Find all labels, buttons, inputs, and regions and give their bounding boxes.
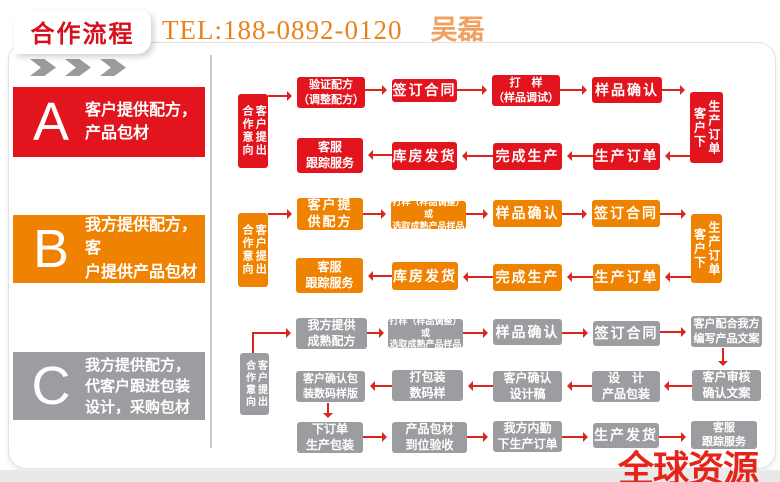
flow-c-service-box: 客服 跟踪服务 xyxy=(691,421,757,449)
flow-a-prod-order-box: 生产订单 xyxy=(593,143,660,170)
flow-a-confirm-box: 样品确认 xyxy=(592,77,662,103)
flow-c-design-box: 设 计 产品包装 xyxy=(592,371,660,402)
flow-arrow xyxy=(660,327,686,337)
flow-arrow xyxy=(468,381,493,391)
panel-text: 客户提供配方， 产品包材 xyxy=(85,101,198,142)
flow-b-ship-box: 库房发货 xyxy=(392,262,458,290)
flow-arrow xyxy=(370,381,392,391)
flow-connector xyxy=(252,332,254,353)
flow-arrow xyxy=(363,209,386,219)
flow-arrow xyxy=(665,272,691,282)
flow-arrow xyxy=(466,209,488,219)
chevron-right-icon xyxy=(30,59,56,76)
flow-c-material-check-box: 产品包材 到位验收 xyxy=(392,422,467,453)
flow-arrow xyxy=(659,432,686,442)
flow-a-verify-box: 验证配方 （调整配方） xyxy=(297,77,365,108)
flow-arrow xyxy=(665,151,690,161)
flow-c-digital-sample-box: 打包装 数码样 xyxy=(392,370,463,401)
flow-c-review-box: 客户审核 确认文案 xyxy=(692,370,761,401)
flow-b-order-box: 客户下 生产订单 xyxy=(691,214,722,283)
watermark: 全球资源网 xyxy=(618,448,759,482)
flow-a-finish-box: 完成生产 xyxy=(493,143,562,170)
flow-arrow xyxy=(567,381,592,391)
flow-arrow xyxy=(368,271,392,281)
flow-arrow xyxy=(365,85,387,95)
flow-a-order-box: 客户下 生产订单 xyxy=(690,92,723,163)
panel-b: B 我方提供配方，客 户提供产品包材 xyxy=(13,215,205,283)
flow-arrow xyxy=(367,328,384,338)
chevrons-icon xyxy=(30,59,126,76)
flow-arrow xyxy=(268,91,292,101)
flow-c-sample-box: 打样（样品调整）或 选取成熟产品样品 xyxy=(388,315,463,350)
flow-arrow xyxy=(368,150,392,160)
bottom-strip xyxy=(0,470,780,482)
flow-arrow xyxy=(457,85,487,95)
flow-b-prod-order-box: 生产订单 xyxy=(593,264,660,291)
chevron-right-icon xyxy=(100,59,126,76)
flow-arrow xyxy=(718,348,728,366)
tel-text: TEL:188-0892-0120 xyxy=(162,15,403,45)
flow-c-order-pack-box: 下订单 生产包装 xyxy=(297,422,363,453)
flow-arrow xyxy=(567,272,593,282)
flow-b-confirm-box: 样品确认 xyxy=(493,200,562,227)
flow-arrow xyxy=(463,328,488,338)
flow-b-sign-box: 签订合同 xyxy=(592,200,660,227)
flow-b-service-box: 客服 跟踪服务 xyxy=(296,258,363,293)
flow-arrow xyxy=(462,151,493,161)
flow-c-digital-confirm-box: 客户确认包 装数码样版 xyxy=(296,371,365,402)
contact-name: 吴磊 xyxy=(430,15,485,45)
flow-arrow xyxy=(560,85,587,95)
flow-a-sample-box: 打 样 （样品调试） xyxy=(492,75,560,106)
flow-b-finish-box: 完成生产 xyxy=(493,264,562,291)
flow-arrow xyxy=(467,432,488,442)
flow-arrow xyxy=(562,209,587,219)
flow-a-intent-box: 客户提出 合作意向 xyxy=(238,94,268,168)
divider-line xyxy=(210,55,212,448)
panel-letter: A xyxy=(32,92,70,152)
flow-arrow xyxy=(363,432,387,442)
chevron-right-icon xyxy=(65,59,91,76)
flow-arrow xyxy=(323,403,333,418)
flow-c-internal-order-box: 我方内勤 下生产订单 xyxy=(493,421,562,452)
tab-cooperation-process: 合作流程 xyxy=(14,9,151,54)
panel-c: C 我方提供配方， 代客户跟进包装 设计，采购包材 xyxy=(13,352,205,420)
flow-arrow xyxy=(567,151,593,161)
flow-c-sign-box: 签订合同 xyxy=(593,321,660,346)
panel-a: A 客户提供配方， 产品包材 xyxy=(13,87,205,157)
flow-a-ship-box: 库房发货 xyxy=(392,142,457,170)
flow-c-ship-box: 生产发货 xyxy=(593,423,659,448)
flow-arrow xyxy=(660,209,686,219)
flow-arrow xyxy=(463,272,493,282)
flow-arrow xyxy=(252,328,291,338)
header-contact-row: TEL:188-0892-0120 吴磊 xyxy=(162,8,484,47)
flow-a-sign-box: 签订合同 xyxy=(392,79,457,102)
flow-c-confirm-box: 样品确认 xyxy=(493,319,562,345)
flow-c-design-confirm-box: 客户确认 设计稿 xyxy=(493,371,562,402)
flow-arrow xyxy=(562,328,588,338)
flow-arrow xyxy=(562,432,588,442)
flow-arrow xyxy=(664,381,692,391)
flow-b-formula-box: 客户提 供配方 xyxy=(297,197,363,230)
flow-b-sample-box: 打样（样品调整）或 选取成熟产品样品 xyxy=(391,197,466,231)
flow-c-formula-box: 我方提供 成熟配方 xyxy=(296,318,367,349)
flow-c-intent-box: 客户提出 合作意向 xyxy=(240,353,269,415)
panel-text: 我方提供配方， 代客户跟进包装 设计，采购包材 xyxy=(85,356,191,416)
flow-b-intent-box: 客户提出 合作意向 xyxy=(238,213,268,287)
panel-letter: B xyxy=(32,219,70,279)
flow-c-copywrite-box: 客户配合我方 编写产品文案 xyxy=(691,316,762,347)
flow-arrow xyxy=(268,209,292,219)
panel-text: 我方提供配方，客 户提供产品包材 xyxy=(85,217,198,281)
panel-letter: C xyxy=(31,356,71,416)
flow-a-service-box: 客服 跟踪服务 xyxy=(297,138,363,173)
flow-arrow xyxy=(662,85,685,95)
